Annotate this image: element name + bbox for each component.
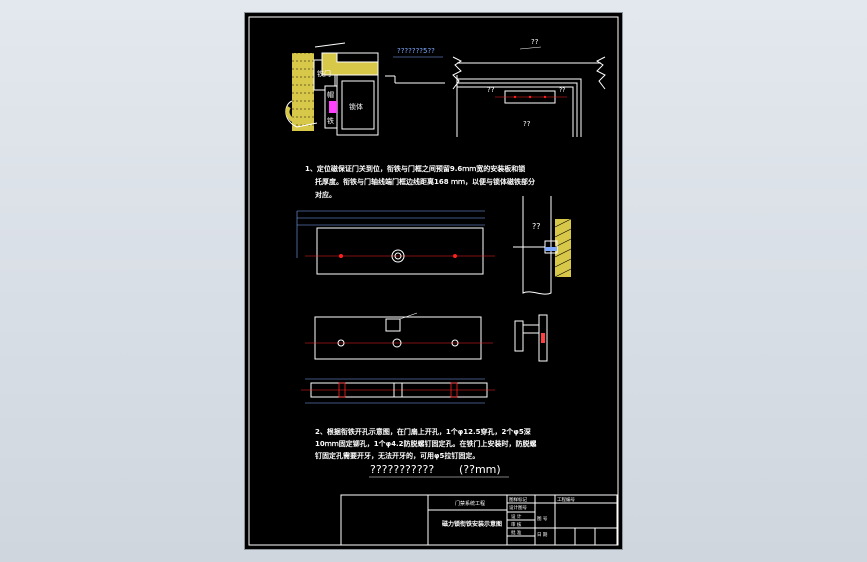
title-block: 门禁系统工程 磁力锁衔铁安装示意图 图样标记 设计图号 设 计 审 核 批 准 … <box>340 494 618 546</box>
door-section-detail: 铁门 帽 铁 锁体 ???????5?? <box>285 42 445 136</box>
armature-outline <box>316 227 484 275</box>
front-title: ?? <box>531 38 539 46</box>
door-front-detail: ?? ?? ?? ?? <box>452 38 606 137</box>
note2-line3: 钉固定孔需要开牙，无法开牙的，可用φ5拉钉固定。 <box>315 451 479 460</box>
tb-sheet: 图 号 <box>537 516 548 522</box>
section-detail-right: ?? <box>513 196 572 295</box>
top-left-note: ???????5?? <box>397 47 435 55</box>
tb-scale: 工程编号 <box>557 496 575 503</box>
front-label-left: ?? <box>487 86 495 94</box>
label-lock-body: 锁体 <box>349 102 363 111</box>
front-label-bottom: ?? <box>523 120 531 128</box>
door-wall-hatch <box>292 53 314 131</box>
note1-line2: 托厚度。衔铁与门轴线端门框边线距离168 ｍｍ，以便与锁体磁铁部分 <box>315 177 535 186</box>
note2-line1: 2、根据衔铁开孔示意图，在门扇上开孔，1个φ12.5穿孔，2个φ5深 <box>315 427 531 436</box>
cad-drawing: 铁门 帽 铁 锁体 ???????5?? ?? ?? ?? ?? 1、定位磁保证… <box>248 16 619 546</box>
armature-plan-view <box>296 210 495 275</box>
label-bracket-1: 帽 <box>327 90 334 99</box>
label-bracket-2: 铁 <box>327 116 334 125</box>
drawing-name: 磁力锁衔铁安装示意图 <box>442 520 502 528</box>
unit-note: ??????????? <box>370 463 434 476</box>
tb-row2: 设计图号 <box>509 504 527 511</box>
armature-hole-view <box>305 312 548 362</box>
tb-row1: 图样标记 <box>509 496 527 503</box>
tb-date: 日 期 <box>537 532 548 538</box>
note1-line1: 1、定位磁保证门关到位，衔铁与门框之间预留9.6ｍｍ宽的安装板和锁 <box>305 164 525 173</box>
section-label: ?? <box>532 222 541 231</box>
armature-outline-2 <box>314 316 482 360</box>
note1-line3: 对应。 <box>315 190 336 199</box>
tb-row4: 审 核 <box>511 521 522 528</box>
company-name: 门禁系统工程 <box>455 500 485 507</box>
note2-line2: 10ｍｍ固定铆孔，1个φ4.2防脱螺钉固定孔。在铁门上安装时，防脱螺 <box>315 439 537 448</box>
label-door: 铁门 <box>317 69 331 78</box>
armature-side-view <box>301 378 495 404</box>
unit-note-suffix: (??mm) <box>459 463 501 476</box>
tb-row3: 设 计 <box>511 513 522 520</box>
front-label-right: ?? <box>559 87 565 94</box>
drawing-sheet: 铁门 帽 铁 锁体 ???????5?? ?? ?? ?? ?? 1、定位磁保证… <box>245 13 622 549</box>
tb-row5: 批 准 <box>511 529 522 536</box>
